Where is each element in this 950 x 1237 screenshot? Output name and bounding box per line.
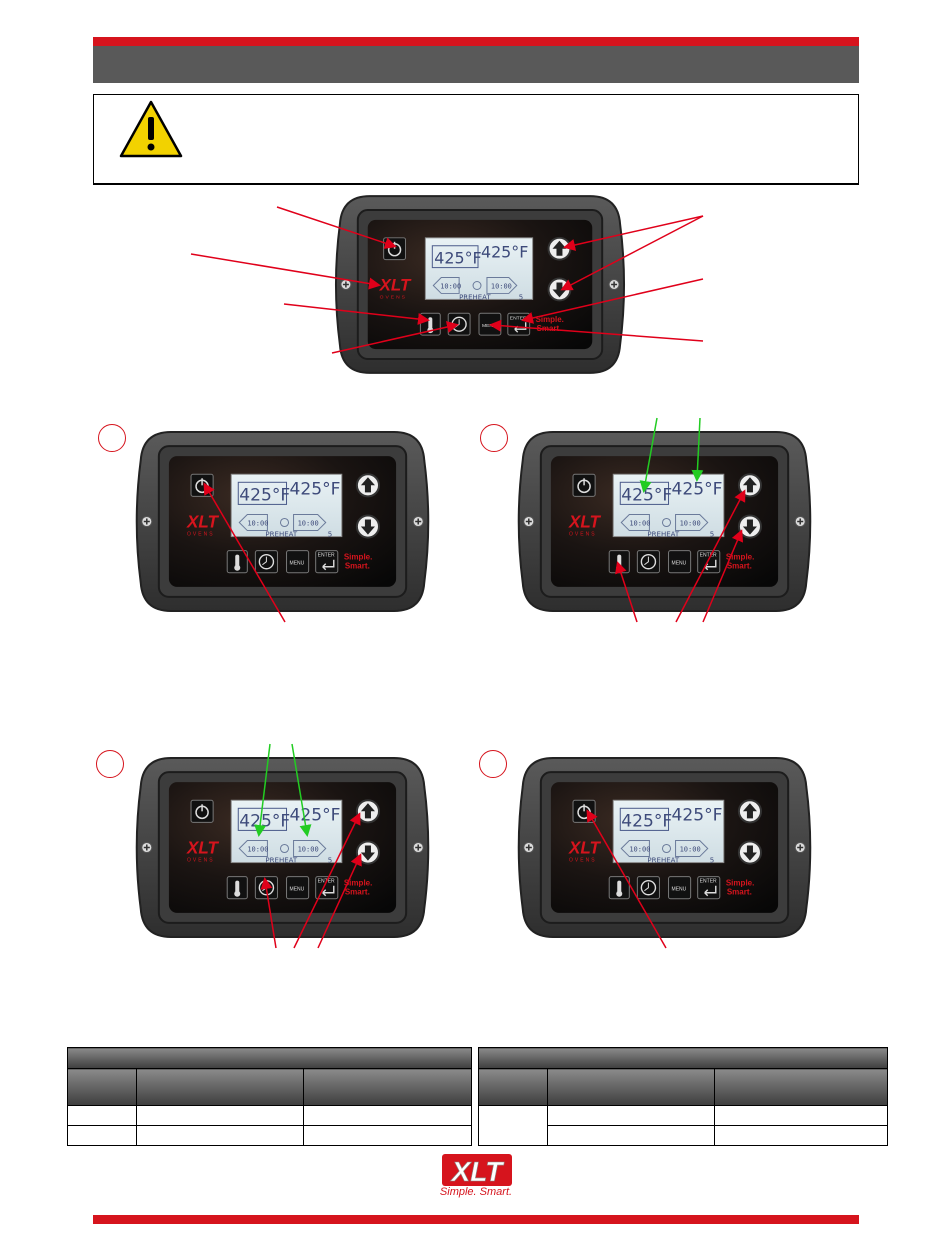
svg-text:Smart.: Smart. <box>345 888 370 897</box>
left-table-title-bar <box>67 1047 472 1069</box>
svg-text:XLT: XLT <box>450 1156 506 1187</box>
svg-text:5: 5 <box>710 530 714 539</box>
svg-text:425°F: 425°F <box>290 479 341 499</box>
footer-red-bar <box>93 1215 859 1224</box>
svg-text:Simple.: Simple. <box>344 879 373 888</box>
control-panel-step-1: XLT OVENS 425°F 425°F 10:00 10:00 PREHEA… <box>130 426 435 617</box>
right-table-header-cell <box>478 1068 548 1106</box>
svg-text:ENTER: ENTER <box>700 553 717 559</box>
svg-text:10:00: 10:00 <box>680 845 701 854</box>
svg-text:PREHEAT: PREHEAT <box>647 530 679 539</box>
svg-text:OVENS: OVENS <box>569 532 597 538</box>
svg-text:Smart.: Smart. <box>727 562 752 571</box>
table-row <box>67 1105 472 1126</box>
svg-text:10:00: 10:00 <box>491 282 512 290</box>
svg-text:Simple.: Simple. <box>344 553 373 562</box>
control-panel-step-2: XLT OVENS 425°F 425°F 10:00 10:00 PREHEA… <box>512 426 817 617</box>
svg-text:OVENS: OVENS <box>569 858 597 864</box>
svg-text:10:00: 10:00 <box>629 845 650 854</box>
svg-text:OVENS: OVENS <box>187 532 215 538</box>
svg-text:10:00: 10:00 <box>629 519 650 528</box>
svg-text:425°F: 425°F <box>481 243 528 262</box>
svg-text:XLT: XLT <box>568 513 602 532</box>
svg-text:Smart.: Smart. <box>537 324 562 333</box>
svg-text:XLT: XLT <box>186 839 220 858</box>
svg-text:425°F: 425°F <box>672 479 723 499</box>
left-table-header-cell <box>303 1068 472 1106</box>
svg-text:MENU: MENU <box>672 887 687 893</box>
svg-text:XLT: XLT <box>379 275 412 294</box>
control-panel-step-3: XLT OVENS 425°F 425°F 10:00 10:00 PREHEA… <box>130 752 435 943</box>
svg-text:Smart.: Smart. <box>727 888 752 897</box>
svg-text:5: 5 <box>519 293 523 301</box>
svg-text:5: 5 <box>710 856 714 865</box>
header-title-bar <box>93 46 859 83</box>
svg-text:425°F: 425°F <box>434 249 481 268</box>
control-panel-overview: XLT OVENS 425°F 425°F 10:00 10:00 PREHEA… <box>330 189 630 380</box>
footer-logo: XLT Simple. Smart. <box>420 1152 530 1202</box>
svg-text:MENU: MENU <box>672 561 687 567</box>
svg-text:425°F: 425°F <box>239 485 290 505</box>
right-table-title-bar <box>478 1047 888 1069</box>
svg-text:PREHEAT: PREHEAT <box>265 856 297 865</box>
svg-text:10:00: 10:00 <box>247 845 268 854</box>
svg-text:425°F: 425°F <box>621 485 672 505</box>
header-red-bar <box>93 37 859 46</box>
right-table <box>478 1047 888 1146</box>
svg-text:PREHEAT: PREHEAT <box>265 530 297 539</box>
svg-text:Smart.: Smart. <box>345 562 370 571</box>
svg-text:10:00: 10:00 <box>680 519 701 528</box>
svg-text:425°F: 425°F <box>290 805 341 825</box>
left-table <box>67 1047 472 1146</box>
right-table-header-cell <box>714 1068 888 1106</box>
svg-text:ENTER: ENTER <box>510 315 527 321</box>
svg-text:XLT: XLT <box>186 513 220 532</box>
svg-text:10:00: 10:00 <box>440 282 461 290</box>
left-table-header-cell <box>136 1068 304 1106</box>
right-table-header-cell <box>547 1068 715 1106</box>
svg-text:MENU: MENU <box>290 887 305 893</box>
table-row <box>479 1125 888 1146</box>
svg-text:PREHEAT: PREHEAT <box>459 293 491 301</box>
svg-text:425°F: 425°F <box>621 811 672 831</box>
svg-text:PREHEAT: PREHEAT <box>647 856 679 865</box>
warning-icon <box>119 100 183 158</box>
svg-text:10:00: 10:00 <box>247 519 268 528</box>
svg-text:MENU: MENU <box>290 561 305 567</box>
step-4-marker <box>479 750 507 778</box>
svg-text:MENU: MENU <box>482 323 497 329</box>
svg-text:425°F: 425°F <box>239 811 290 831</box>
svg-text:XLT: XLT <box>568 839 602 858</box>
left-table-header-cell <box>67 1068 137 1106</box>
svg-text:10:00: 10:00 <box>298 519 319 528</box>
footer-tagline: Simple. Smart. <box>439 1186 513 1198</box>
control-panel-step-4: XLT OVENS 425°F 425°F 10:00 10:00 PREHEA… <box>512 752 817 943</box>
svg-text:ENTER: ENTER <box>318 553 335 559</box>
svg-text:5: 5 <box>328 530 332 539</box>
step-3-marker <box>96 750 124 778</box>
svg-text:OVENS: OVENS <box>380 294 407 300</box>
step-1-marker <box>98 424 126 452</box>
xlt-logo-icon: XLT <box>442 1154 512 1187</box>
svg-text:10:00: 10:00 <box>298 845 319 854</box>
svg-text:Simple.: Simple. <box>726 879 755 888</box>
table-row <box>478 1105 888 1146</box>
svg-text:5: 5 <box>328 856 332 865</box>
svg-text:ENTER: ENTER <box>700 879 717 885</box>
table-row <box>67 1125 472 1146</box>
svg-text:Simple.: Simple. <box>536 315 564 324</box>
warning-box <box>93 94 859 185</box>
svg-text:ENTER: ENTER <box>318 879 335 885</box>
svg-text:425°F: 425°F <box>672 805 723 825</box>
step-2-marker <box>480 424 508 452</box>
svg-text:Simple.: Simple. <box>726 553 755 562</box>
svg-text:OVENS: OVENS <box>187 858 215 864</box>
